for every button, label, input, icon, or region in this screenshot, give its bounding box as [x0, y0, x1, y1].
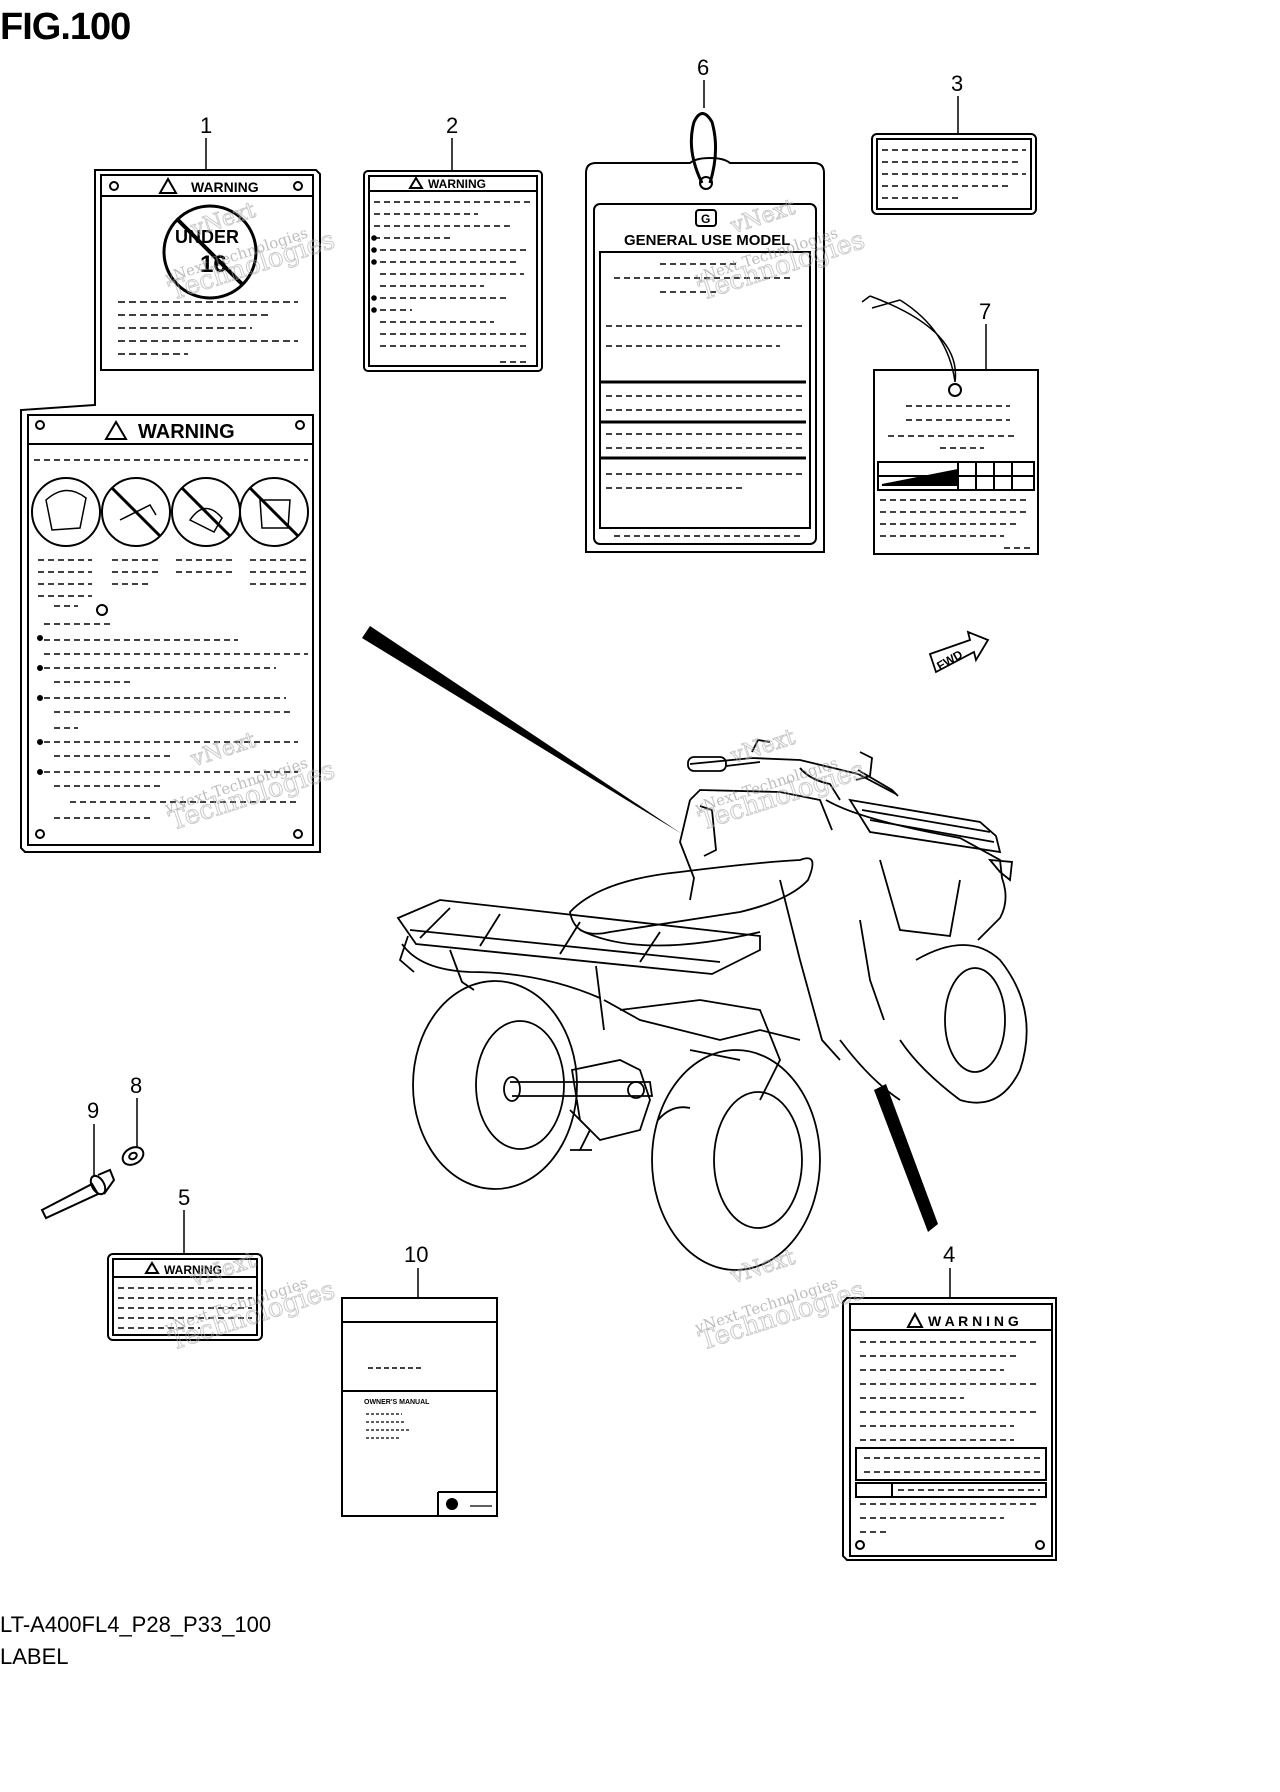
- watermark-vnext: vNext: [727, 1245, 799, 1290]
- item-8-washer[interactable]: [119, 1144, 146, 1169]
- owners-manual-text: OWNER'S MANUAL: [364, 1399, 430, 1406]
- callout-1: 1: [200, 113, 212, 138]
- callout-6: 6: [697, 55, 709, 80]
- callout-4: 4: [943, 1242, 955, 1267]
- model-code: LT-A400FL4_P28_P33_100: [0, 1612, 272, 1637]
- item-10-owners-manual[interactable]: OWNER'S MANUAL: [341, 1297, 498, 1517]
- under-text: UNDER: [175, 227, 239, 247]
- label-1-warning-text: WARNING: [191, 179, 259, 195]
- watermark-vnext: vNext: [727, 725, 799, 770]
- figure-title: FIG.100: [0, 6, 131, 48]
- label-1-main-warning-text: WARNING: [138, 421, 235, 443]
- callout-9: 9: [87, 1098, 99, 1123]
- label-2-warning[interactable]: WARNING: [363, 170, 543, 372]
- age-16-text: 16: [200, 251, 227, 278]
- callout-8: 8: [130, 1073, 142, 1098]
- atv-outline: [396, 739, 1028, 1271]
- label-1-under16-warning[interactable]: WARNING UNDER 16 WARNING: [20, 169, 321, 853]
- label-7-hang-tag[interactable]: [861, 295, 1039, 555]
- label-6-general-use-model-tag[interactable]: G GENERAL USE MODEL: [585, 112, 825, 553]
- label-3-small-label[interactable]: [871, 133, 1037, 215]
- fwd-direction-arrow: FWD: [928, 630, 990, 674]
- g-mark: G: [701, 212, 710, 226]
- label-4-warning-text: W A R N I N G: [928, 1313, 1019, 1329]
- label-2-warning-text: WARNING: [428, 177, 486, 191]
- callout-2: 2: [446, 113, 458, 138]
- watermarks: vNext Technologies vNext Technologies vN…: [162, 194, 869, 1357]
- callout-7: 7: [979, 299, 991, 324]
- callout-10: 10: [404, 1242, 428, 1267]
- label-4-warning[interactable]: W A R N I N G: [842, 1297, 1057, 1561]
- general-use-model-text: GENERAL USE MODEL: [624, 232, 790, 249]
- pointer-label-4: [874, 1084, 938, 1232]
- callout-3: 3: [951, 71, 963, 96]
- figure-name: LABEL: [0, 1644, 69, 1669]
- pointer-label-1: [362, 626, 682, 834]
- label-5-warning-text: WARNING: [164, 1263, 222, 1277]
- watermark-vnext: vNext: [187, 728, 259, 773]
- item-9-rivet[interactable]: [40, 1168, 116, 1220]
- callout-5: 5: [178, 1185, 190, 1210]
- label-5-warning[interactable]: WARNING: [107, 1253, 263, 1341]
